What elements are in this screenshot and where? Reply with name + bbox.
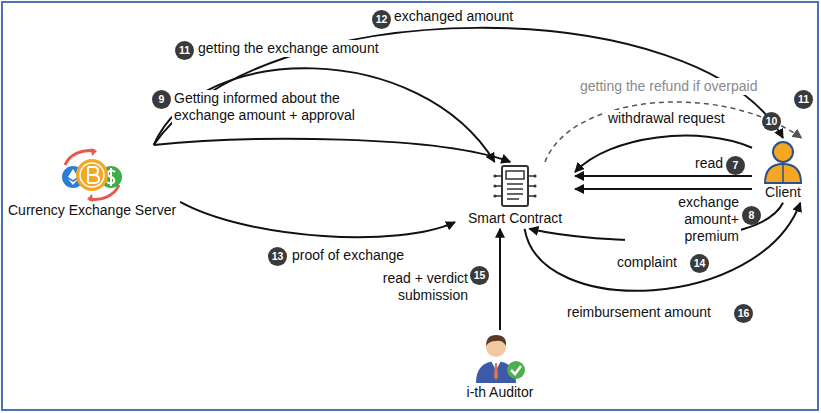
flow-arrow [545, 102, 802, 162]
edge-label: withdrawal request [606, 110, 727, 127]
flow-arrow [154, 28, 783, 145]
edge-label: exchange amount+ premium [625, 194, 741, 244]
callout-number: 14 [690, 254, 709, 273]
callout-number: 16 [734, 304, 753, 323]
actor-node: i-th Auditor [445, 330, 555, 403]
edge-label: complaint [615, 254, 679, 271]
edge-label: read [693, 155, 725, 172]
edge-label: getting the refund if overpaid [578, 78, 759, 95]
callout-number: 12 [372, 10, 391, 29]
node-label: i-th Auditor [467, 384, 534, 401]
edge-label: proof of exchange [290, 247, 406, 264]
edge-label: exchanged amount [392, 8, 515, 25]
callout-number: 15 [470, 266, 489, 285]
edge-label: reimbursement amount [565, 304, 713, 321]
edge-label: read + verdict submission [338, 270, 470, 304]
flow-arrow [180, 202, 455, 237]
callout-number: 11 [175, 41, 194, 60]
callout-number: 9 [152, 90, 171, 109]
node-label: Smart Contract [468, 210, 562, 227]
actor-node: Smart Contract [455, 162, 575, 229]
callout-number: 8 [742, 206, 761, 225]
server-icon [57, 147, 127, 202]
flow-arrow [154, 139, 511, 162]
node-label: Currency Exchange Server [8, 202, 176, 219]
callout-number: 13 [268, 247, 287, 266]
client-icon [762, 140, 804, 184]
actor-node: Currency Exchange Server [4, 145, 180, 221]
node-label: Client [765, 184, 801, 201]
flow-arrow [575, 188, 752, 190]
flow-arrow [499, 229, 501, 330]
callout-number: 7 [726, 156, 745, 175]
actor-node: Client [752, 138, 814, 203]
callout-number: 11 [794, 90, 813, 109]
edge-label: Getting informed about the exchange amou… [172, 90, 376, 124]
edge-label: getting the exchange amount [196, 40, 381, 57]
callout-number: 10 [762, 112, 781, 131]
contract-icon [493, 164, 537, 210]
auditor-icon [472, 332, 528, 384]
flow-arrow [575, 175, 752, 177]
